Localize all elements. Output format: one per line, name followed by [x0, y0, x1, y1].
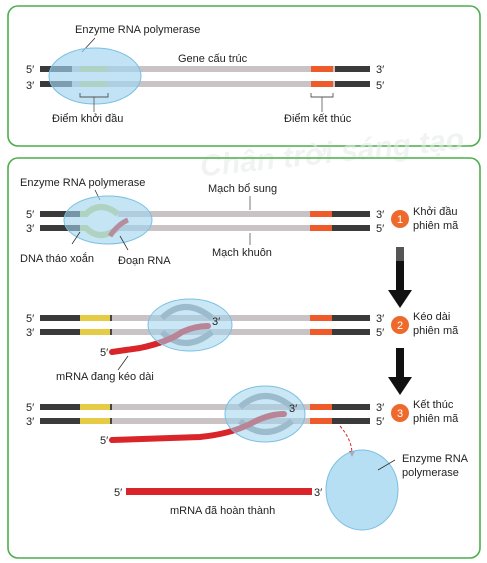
- stage-1-label-1: Khởi đầu: [413, 206, 458, 218]
- s2-5prime-a: 5′: [26, 313, 34, 325]
- unwound-dna-label: DNA tháo xoắn: [20, 252, 94, 265]
- elongating-mrna-label: mRNA đang kéo dài: [56, 371, 154, 383]
- s3-mrna-3prime: 3′: [289, 403, 297, 415]
- flow-arrow-2: [388, 377, 412, 395]
- finished-mrna-5prime: 5′: [114, 487, 122, 499]
- bottom-panel: Enzyme RNA polymerase Mạch bổ sung 5′ 3′…: [7, 157, 481, 559]
- end-point-label: Điểm kết thúc: [284, 113, 352, 125]
- s3-5prime-b: 5′: [376, 416, 384, 428]
- s2-3prime-b: 3′: [376, 313, 384, 325]
- stage-2-label-1: Kéo dài: [413, 311, 450, 323]
- released-enzyme-label-2: polymerase: [402, 467, 459, 479]
- stage-2-label-2: phiên mã: [413, 325, 459, 337]
- top-3prime-a: 3′: [26, 80, 34, 92]
- top-enzyme-label: Enzyme RNA polymerase: [75, 24, 200, 36]
- top-strand-2-right-end: [335, 81, 370, 87]
- template-strand-label: Mạch khuôn: [212, 247, 272, 259]
- released-rna-polymerase: [325, 449, 399, 531]
- stage-2-circle: [391, 316, 409, 334]
- stage-markers: 1 Khởi đầu phiên mã 2 Kéo dài phiên mã 3…: [388, 206, 459, 425]
- stage-3-label-2: phiên mã: [413, 413, 459, 425]
- finished-mrna: [126, 488, 312, 495]
- finished-mrna-label: mRNA đã hoàn thành: [170, 505, 275, 517]
- bottom-panel-border: [7, 157, 481, 559]
- s3-mrna-5prime: 5′: [100, 435, 108, 447]
- stage-3-number: 3: [397, 408, 403, 420]
- stage-1-number: 1: [397, 214, 403, 226]
- top-panel: Enzyme RNA polymerase Gene cấu trúc 5′ 3…: [7, 5, 481, 147]
- s1-5prime-b: 5′: [376, 223, 384, 235]
- top-3prime-b: 3′: [376, 64, 384, 76]
- top-5prime-b: 5′: [376, 80, 384, 92]
- coding-strand-label: Mạch bổ sung: [208, 183, 277, 195]
- s3-3prime-a: 3′: [26, 416, 34, 428]
- s1-3prime-b: 3′: [376, 209, 384, 221]
- stage3-rna-polymerase: [224, 385, 306, 443]
- start-point-label: Điểm khởi đầu: [52, 113, 123, 125]
- s2-3prime-a: 3′: [26, 327, 34, 339]
- s1-3prime-a: 3′: [26, 223, 34, 235]
- gene-label: Gene cấu trúc: [178, 53, 248, 65]
- flow-arrow-1: [388, 290, 412, 308]
- stage2-rna-polymerase: [147, 298, 233, 352]
- top-terminator-2: [311, 81, 333, 87]
- finished-mrna-3prime: 3′: [314, 487, 322, 499]
- stage-3-row: 5′ 3′ 3′ 5′ 3′ 5′ Enzyme RNA polymerase …: [26, 385, 469, 531]
- top-panel-border: [7, 5, 481, 147]
- s2-5prime-b: 5′: [376, 327, 384, 339]
- s3-3prime-b: 3′: [376, 402, 384, 414]
- stage-1-circle: [391, 210, 409, 228]
- stage1-rna-polymerase: [63, 195, 153, 245]
- stage-2-number: 2: [397, 320, 403, 332]
- top-strand-1: [40, 66, 370, 72]
- s2-mrna-5prime: 5′: [100, 347, 108, 359]
- stage-1-label-2: phiên mã: [413, 220, 459, 232]
- top-strand-2: [40, 81, 370, 87]
- stage-2-row: 5′ 3′ 3′ 5′ 3′ 5′ mRNA đang kéo dài: [26, 298, 384, 383]
- stage-1-row: Enzyme RNA polymerase Mạch bổ sung 5′ 3′…: [20, 177, 384, 267]
- stage1-enzyme-label: Enzyme RNA polymerase: [20, 177, 145, 189]
- top-strand-1-right-end: [335, 66, 370, 72]
- s1-5prime-a: 5′: [26, 209, 34, 221]
- release-arrow: [339, 425, 355, 457]
- stage-3-circle: [391, 404, 409, 422]
- released-enzyme-label-1: Enzyme RNA: [402, 453, 469, 465]
- top-terminator-1: [311, 66, 333, 72]
- top-rna-polymerase: [48, 47, 142, 105]
- top-5prime-a: 5′: [26, 64, 34, 76]
- stage-3-label-1: Kết thúc: [413, 399, 454, 411]
- s2-mrna-3prime: 3′: [212, 316, 220, 328]
- rna-segment-label: Đoạn RNA: [118, 255, 171, 267]
- s3-5prime-a: 5′: [26, 402, 34, 414]
